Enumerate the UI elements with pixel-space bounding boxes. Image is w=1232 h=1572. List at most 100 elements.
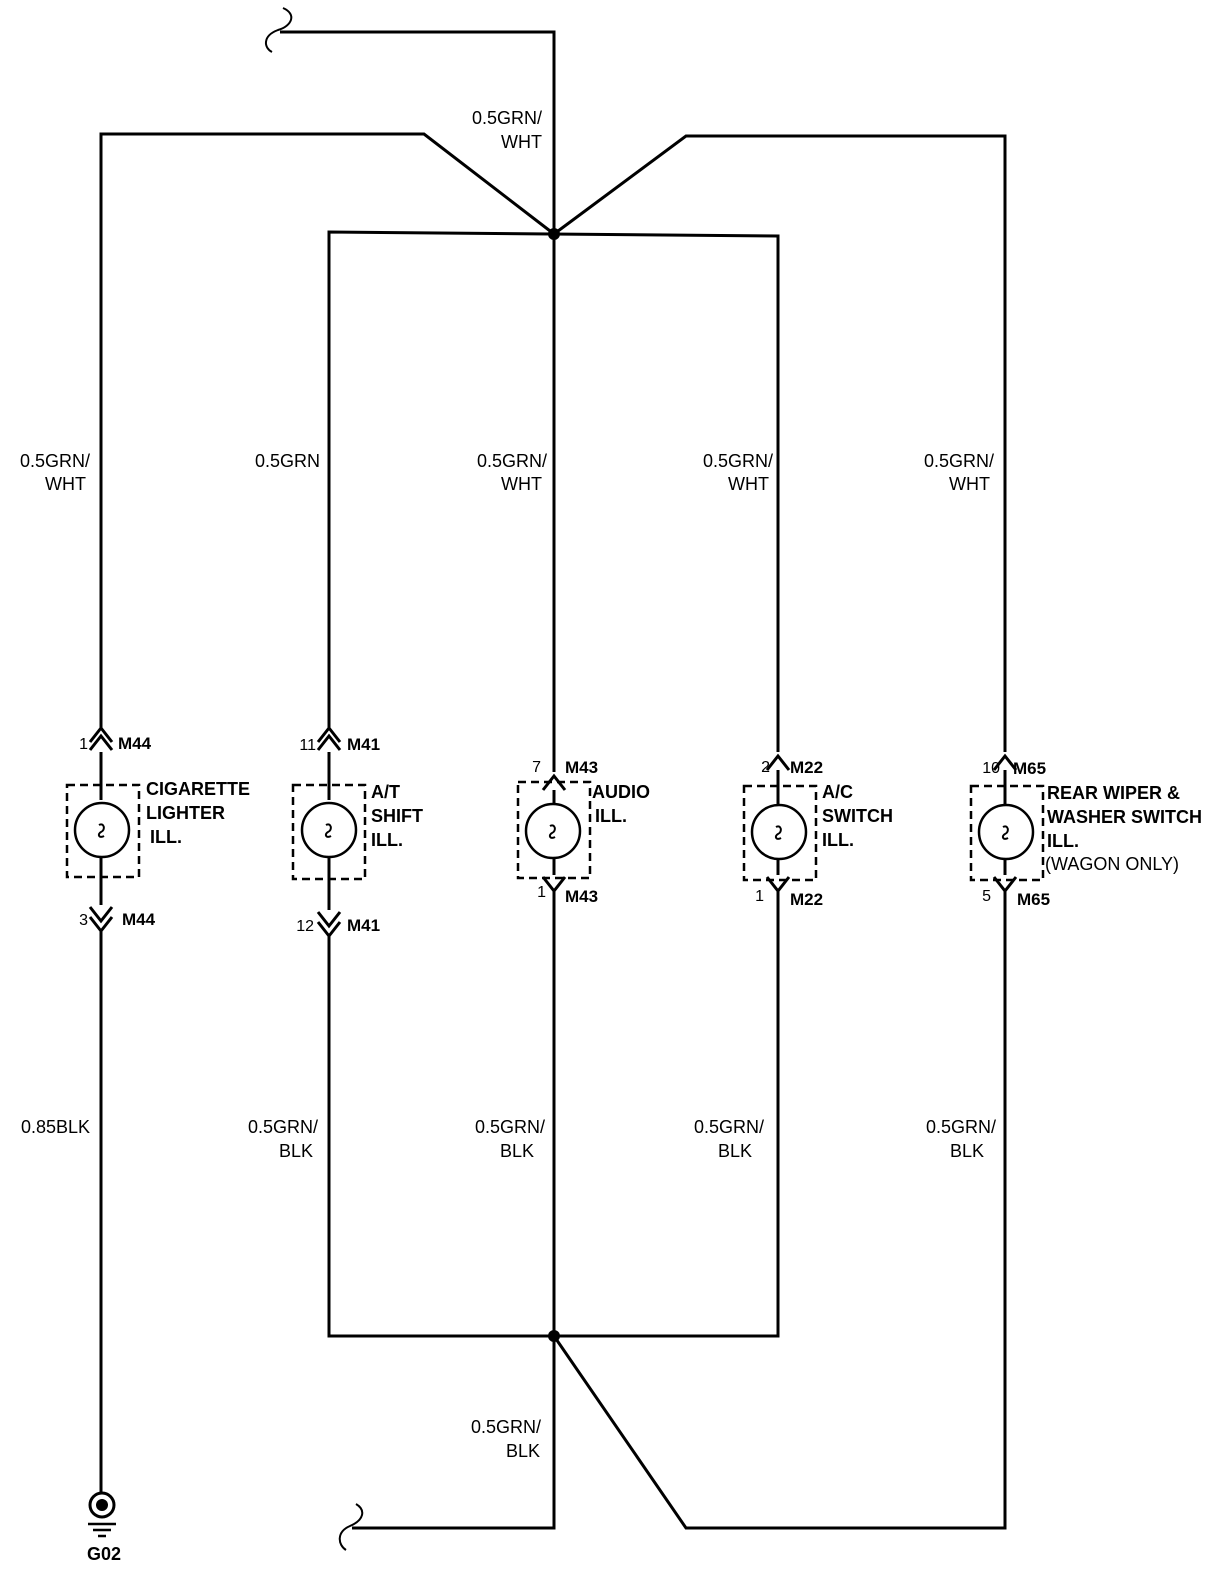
connector-bottom-rear — [992, 876, 1018, 894]
connector-top-cig-2 — [88, 725, 114, 743]
wire-label-cig-top-1: 0.5GRN/ — [20, 451, 90, 471]
filament-cig — [97, 823, 105, 838]
connector-top-audio — [541, 773, 567, 791]
bulb-icon-ac — [750, 803, 808, 861]
connector-top-ac — [765, 753, 791, 771]
wire-label-top-trunk-2: WHT — [501, 132, 542, 152]
conn-top-cig: M44 — [118, 734, 152, 753]
wire-label-at-bottom-2: BLK — [279, 1141, 313, 1161]
wire-bottom-trunk — [352, 1336, 556, 1530]
filament-ac — [774, 825, 782, 840]
bulb-icon-cig — [73, 801, 131, 859]
component-name-at-3: ILL. — [371, 830, 403, 850]
filament-at — [324, 823, 332, 838]
component-name-at-2: SHIFT — [371, 806, 423, 826]
wire-label-at-bottom-1: 0.5GRN/ — [248, 1117, 318, 1137]
conn-bottom-ac: M22 — [790, 890, 823, 909]
dashed-box-cig — [65, 783, 141, 879]
component-cigarette-lighter-ill: 1 M44 3 M44 CIGARETTE LIGHTER ILL. — [65, 725, 250, 934]
pin-top-cig: 1 — [79, 736, 88, 753]
component-name-ac-2: SWITCH — [822, 806, 893, 826]
wire-label-cig-bottom-1: 0.85BLK — [21, 1117, 90, 1137]
conn-bottom-cig: M44 — [122, 910, 156, 929]
connector-bottom-ac — [765, 876, 791, 894]
wire-label-rear-bottom-2: BLK — [950, 1141, 984, 1161]
pin-top-at: 11 — [299, 737, 316, 754]
component-audio-ill: 7 M43 1 M43 AUDIO ILL. — [516, 758, 650, 906]
pin-top-audio: 7 — [532, 759, 541, 776]
bulb-icon-at — [300, 801, 358, 859]
wire-label-audio-bottom-2: BLK — [500, 1141, 534, 1161]
connector-top-at-2 — [316, 725, 342, 743]
wire-label-top-trunk-1: 0.5GRN/ — [472, 108, 542, 128]
connector-top-cig — [88, 733, 114, 751]
wire-top-trunk — [280, 30, 556, 234]
conn-bottom-at: M41 — [347, 916, 380, 935]
component-name-audio-2: ILL. — [595, 806, 627, 826]
component-note-rear: (WAGON ONLY) — [1045, 854, 1179, 874]
wire-label-rear-bottom-1: 0.5GRN/ — [926, 1117, 996, 1137]
wire-label-audio-bottom-1: 0.5GRN/ — [475, 1117, 545, 1137]
component-rear-wiper-washer-switch-ill: 10 M65 5 M65 REAR WIPER & WASHER SWITCH … — [969, 753, 1202, 909]
component-name-rear-1: REAR WIPER & — [1047, 783, 1180, 803]
dashed-box-audio — [516, 780, 592, 880]
wire-label-ac-top-1: 0.5GRN/ — [703, 451, 773, 471]
component-name-rear-3: ILL. — [1047, 831, 1079, 851]
component-at-shift-ill: 11 M41 12 M41 A/T SHIFT ILL. — [291, 725, 423, 939]
wire-label-audio-top-1: 0.5GRN/ — [477, 451, 547, 471]
splice-upper — [548, 228, 560, 240]
pin-bottom-ac: 1 — [755, 888, 764, 905]
bulb-icon-rear — [977, 803, 1035, 861]
conn-bottom-audio: M43 — [565, 887, 598, 906]
wire-cig-top — [99, 132, 555, 730]
component-name-cig-3: ILL. — [150, 827, 182, 847]
pin-bottom-rear: 5 — [982, 888, 991, 905]
filament-rear — [1001, 825, 1009, 840]
pin-top-ac: 2 — [761, 759, 770, 776]
pin-bottom-cig: 3 — [79, 912, 88, 929]
conn-bottom-rear: M65 — [1017, 890, 1050, 909]
dashed-box-rear — [969, 784, 1045, 882]
bottom-continuation-break — [338, 1503, 364, 1551]
wire-label-bottom-trunk-1: 0.5GRN/ — [471, 1417, 541, 1437]
dashed-box-ac — [742, 784, 818, 882]
wire-rear-bottom — [552, 891, 1007, 1530]
conn-top-rear: M65 — [1013, 759, 1046, 778]
wire-label-ac-bottom-1: 0.5GRN/ — [694, 1117, 764, 1137]
splice-lower — [548, 1330, 560, 1342]
component-name-ac-3: ILL. — [822, 830, 854, 850]
wire-label-ac-top-2: WHT — [728, 474, 769, 494]
component-name-at-1: A/T — [371, 782, 400, 802]
component-name-rear-2: WASHER SWITCH — [1047, 807, 1202, 827]
wire-label-bottom-trunk-2: BLK — [506, 1441, 540, 1461]
wire-label-cig-top-2: WHT — [45, 474, 86, 494]
connector-top-at — [316, 733, 342, 751]
component-name-ac-1: A/C — [822, 782, 853, 802]
connector-bottom-cig — [88, 906, 114, 924]
ground-icon — [88, 1491, 116, 1538]
wire-label-audio-top-2: WHT — [501, 474, 542, 494]
pin-bottom-at: 12 — [296, 918, 314, 935]
wire-rear-top — [553, 134, 1007, 752]
conn-top-ac: M22 — [790, 758, 823, 777]
connector-bottom-at — [316, 911, 342, 929]
wire-label-at-top-1: 0.5GRN — [255, 451, 320, 471]
wire-label-ac-bottom-2: BLK — [718, 1141, 752, 1161]
filament-audio — [548, 824, 556, 839]
conn-top-audio: M43 — [565, 758, 598, 777]
component-name-cig-1: CIGARETTE — [146, 779, 250, 799]
ground-label: G02 — [87, 1544, 121, 1564]
component-ac-switch-ill: 2 M22 1 M22 A/C SWITCH ILL. — [742, 753, 893, 909]
wire-label-rear-top-1: 0.5GRN/ — [924, 451, 994, 471]
conn-top-at: M41 — [347, 735, 380, 754]
connector-top-rear — [992, 753, 1018, 771]
top-continuation-break — [265, 7, 293, 53]
wire-label-rear-top-2: WHT — [949, 474, 990, 494]
pin-bottom-audio: 1 — [537, 884, 546, 901]
component-name-cig-2: LIGHTER — [146, 803, 225, 823]
connector-bottom-audio — [541, 876, 567, 894]
pin-top-rear: 10 — [982, 760, 1000, 777]
bulb-icon-audio — [524, 802, 582, 860]
component-name-audio-1: AUDIO — [592, 782, 650, 802]
